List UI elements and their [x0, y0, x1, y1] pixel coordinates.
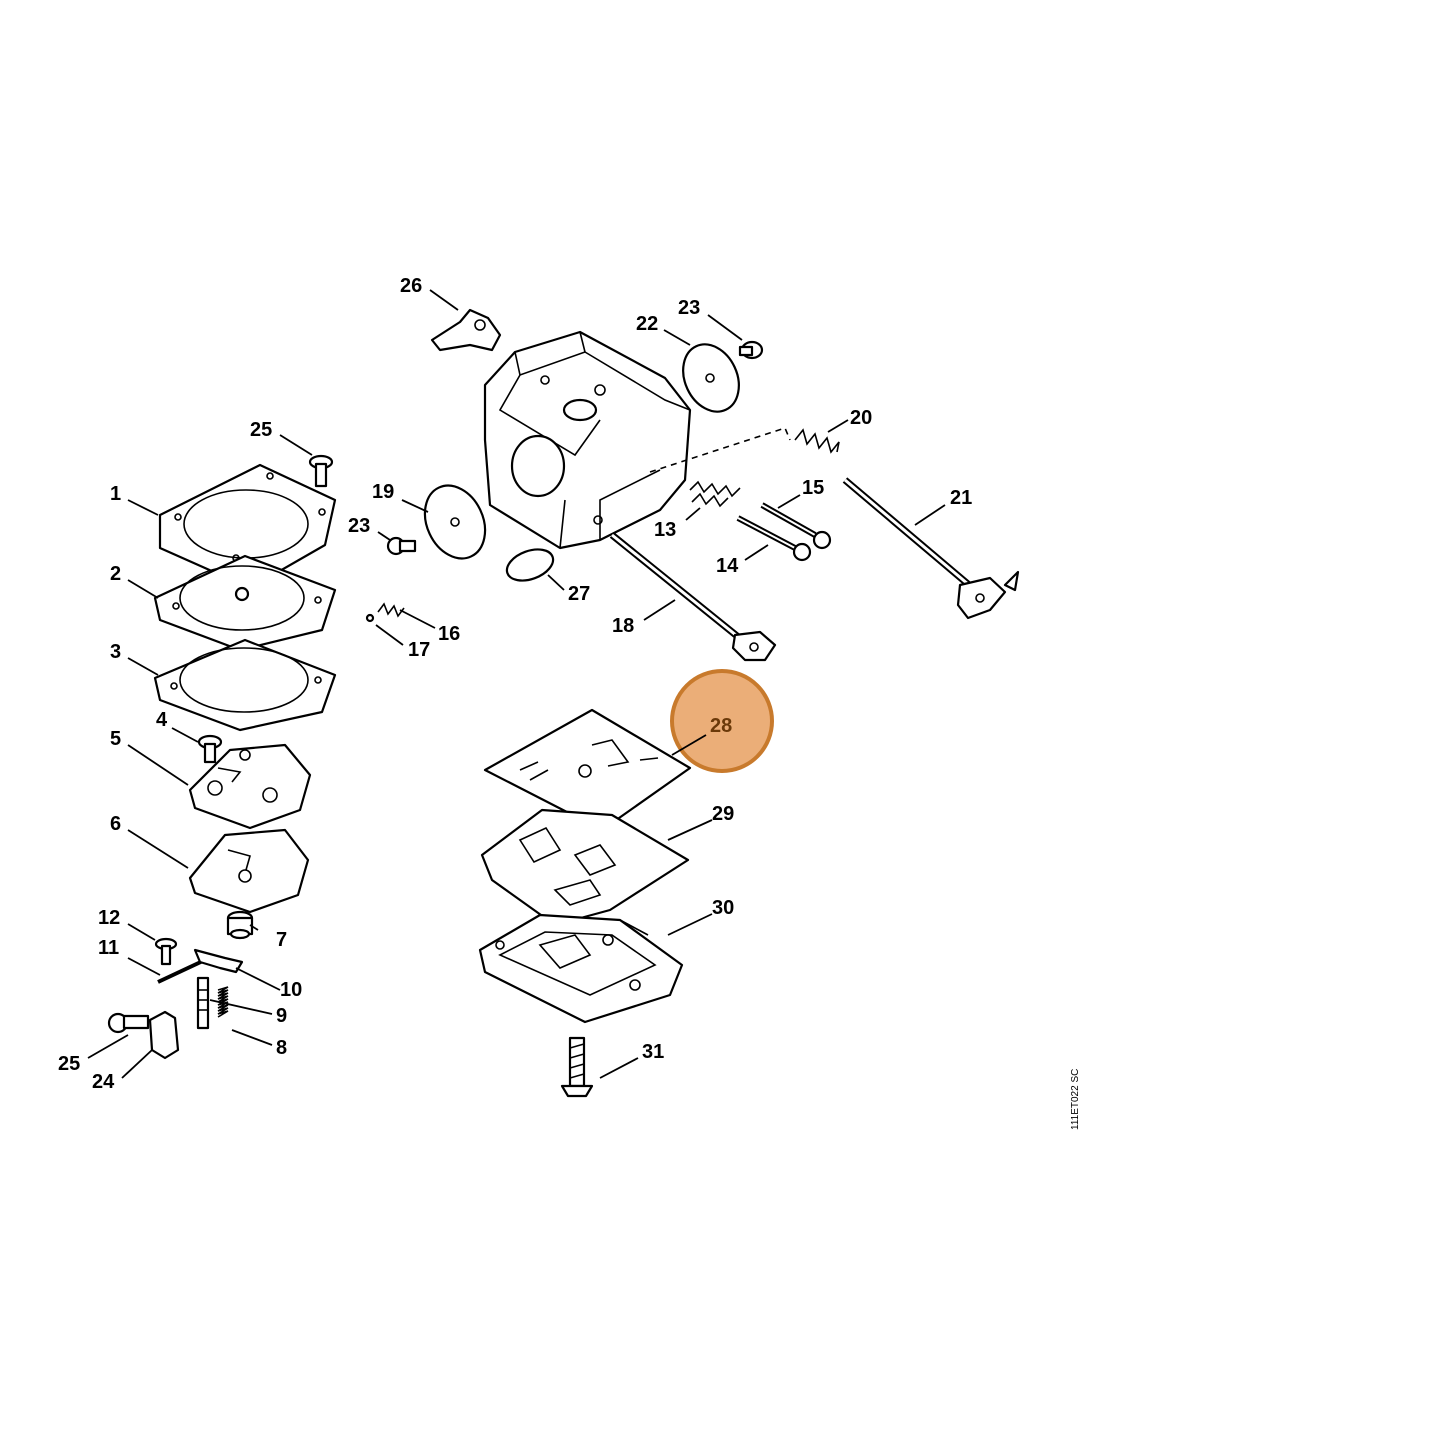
part-13-springs[interactable]	[689, 480, 741, 508]
part-14-needle[interactable]	[736, 515, 812, 562]
part-12-pin[interactable]	[154, 937, 178, 966]
label-16: 16	[438, 623, 460, 645]
part-23-screw-lower[interactable]	[386, 536, 417, 556]
drawing-code: 111ET022 SC	[1070, 1069, 1081, 1130]
label-24: 24	[92, 1071, 115, 1093]
label-19: 19	[372, 481, 394, 503]
label-3: 3	[110, 641, 121, 663]
label-28[interactable]: 28	[710, 715, 732, 737]
part-4-screw[interactable]	[197, 734, 223, 764]
label-29: 29	[712, 803, 734, 825]
part-20-spring[interactable]	[794, 428, 840, 454]
part-31-screw[interactable]	[560, 1036, 594, 1098]
part-17-ball[interactable]	[365, 613, 375, 623]
label-23-lower: 23	[348, 515, 370, 537]
part-carburetor-body[interactable]	[483, 330, 692, 550]
part-11-spindle[interactable]	[157, 958, 206, 984]
part-3-gasket[interactable]	[153, 638, 337, 732]
part-28-gasket[interactable]	[483, 708, 692, 832]
part-5-plate[interactable]	[188, 743, 312, 830]
label-17: 17	[408, 639, 430, 661]
part-25-screw-lower[interactable]	[107, 1012, 150, 1034]
callout-labels: 1 2 3 4 5 6 7 8 9 10 11 12 13 14 15 16 1…	[58, 275, 972, 1093]
part-22-disc[interactable]	[673, 335, 750, 420]
label-1: 1	[110, 483, 121, 505]
part-6-plate[interactable]	[188, 828, 310, 914]
label-15: 15	[802, 477, 824, 499]
part-24-clip[interactable]	[148, 1010, 180, 1060]
part-19-disc[interactable]	[414, 476, 497, 569]
label-26: 26	[400, 275, 422, 297]
label-4: 4	[156, 709, 168, 731]
label-2: 2	[110, 563, 121, 585]
label-31: 31	[642, 1041, 664, 1063]
part-1-gasket[interactable]	[158, 463, 337, 590]
label-13: 13	[654, 519, 676, 541]
label-18: 18	[612, 615, 634, 637]
label-25-upper: 25	[250, 419, 272, 441]
label-10: 10	[280, 979, 302, 1001]
label-30: 30	[712, 897, 734, 919]
part-10-lever[interactable]	[193, 948, 244, 974]
part-27-filter[interactable]	[503, 544, 558, 587]
label-12: 12	[98, 907, 120, 929]
label-27: 27	[568, 583, 590, 605]
leader-lines	[87, 289, 946, 1079]
label-23-upper: 23	[678, 297, 700, 319]
part-7-plug[interactable]	[226, 910, 254, 940]
part-25-screw-upper[interactable]	[308, 454, 334, 488]
part-16-spring[interactable]	[377, 602, 405, 618]
part-2-diaphragm[interactable]	[153, 554, 337, 652]
part-18-shaft[interactable]	[609, 532, 777, 662]
part-23-screw-upper[interactable]	[738, 340, 764, 360]
highlight-marker-28[interactable]	[670, 669, 774, 773]
label-6: 6	[110, 813, 121, 835]
label-20: 20	[850, 407, 872, 429]
label-11: 11	[98, 937, 119, 959]
part-8-spring[interactable]	[217, 986, 229, 1018]
label-5: 5	[110, 728, 121, 750]
label-14: 14	[716, 555, 739, 577]
part-9-needle[interactable]	[196, 976, 210, 1030]
part-29-gasket[interactable]	[480, 808, 690, 927]
part-26-fitting[interactable]	[430, 308, 502, 352]
part-30-cover[interactable]	[478, 913, 684, 1024]
part-15-needle[interactable]	[760, 502, 832, 550]
label-25-lower: 25	[58, 1053, 80, 1075]
label-21: 21	[950, 487, 972, 509]
label-7: 7	[276, 929, 287, 951]
part-21-shaft[interactable]	[842, 477, 1020, 620]
label-22: 22	[636, 313, 658, 335]
label-9: 9	[276, 1005, 287, 1027]
label-8: 8	[276, 1037, 287, 1059]
